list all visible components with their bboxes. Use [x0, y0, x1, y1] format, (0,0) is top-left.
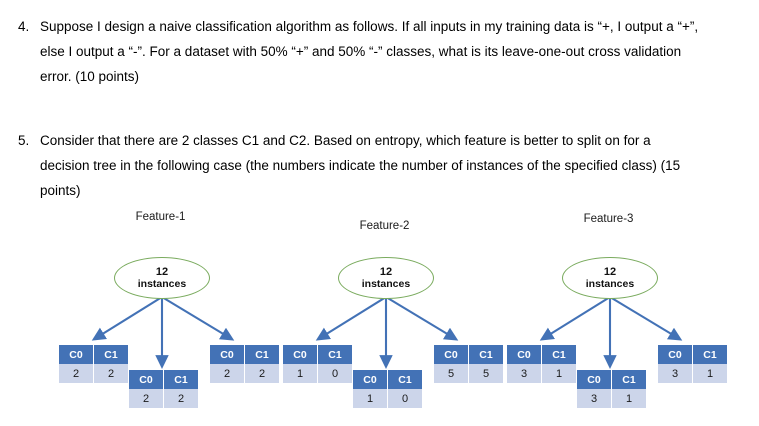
column-header-c0: C0	[657, 345, 693, 364]
decision-tree-diagram: Feature-1 12 instances C0 C1 2 2	[0, 200, 759, 426]
cell-c1: 1	[541, 364, 577, 383]
column-header-c1: C1	[387, 370, 423, 389]
question-item-5: 5. Consider that there are 2 classes C1 …	[10, 128, 700, 203]
question-text: Suppose I design a naive classification …	[40, 19, 699, 84]
cell-c1: 1	[692, 364, 728, 383]
column-header-c0: C0	[128, 370, 164, 389]
column-header-c0: C0	[282, 345, 318, 364]
cell-c0: 2	[58, 364, 94, 383]
column-header-c1: C1	[611, 370, 647, 389]
leaf-table: C0 C1 2 2	[209, 345, 280, 383]
cell-c1: 1	[611, 389, 647, 408]
table-row: 2 2	[209, 364, 280, 383]
leaf-table: C0 C1 1 0	[352, 370, 423, 408]
root-count: 12	[155, 265, 169, 278]
cell-c1: 0	[387, 389, 423, 408]
column-header-c1: C1	[163, 370, 199, 389]
feature-group-2: Feature-2 12 instances C0 C1 1 0	[258, 200, 511, 426]
root-node: 12 instances	[114, 257, 210, 299]
root-node: 12 instances	[338, 257, 434, 299]
table-row: 1 0	[282, 364, 353, 383]
cell-c0: 3	[576, 389, 612, 408]
cell-c1: 2	[244, 364, 280, 383]
column-header-c1: C1	[468, 345, 504, 364]
column-header-c0: C0	[209, 345, 245, 364]
table-row: 3 1	[657, 364, 728, 383]
table-header-row: C0 C1	[433, 345, 504, 364]
table-row: 2 2	[128, 389, 199, 408]
leaf-table: C0 C1 2 2	[58, 345, 129, 383]
leaf-table: C0 C1 3 1	[657, 345, 728, 383]
question-number: 5.	[18, 133, 30, 148]
cell-c0: 2	[209, 364, 245, 383]
feature-title: Feature-3	[583, 213, 634, 225]
root-label: instances	[361, 277, 411, 290]
cell-c1: 0	[317, 364, 353, 383]
root-count: 12	[603, 265, 617, 278]
leaf-table: C0 C1 3 1	[576, 370, 647, 408]
root-count: 12	[379, 265, 393, 278]
leaf-table: C0 C1 1 0	[282, 345, 353, 383]
table-header-row: C0 C1	[657, 345, 728, 364]
leaf-table: C0 C1 3 1	[506, 345, 577, 383]
leaf-table: C0 C1 2 2	[128, 370, 199, 408]
column-header-c0: C0	[576, 370, 612, 389]
column-header-c0: C0	[352, 370, 388, 389]
feature-title: Feature-2	[359, 220, 410, 232]
table-header-row: C0 C1	[506, 345, 577, 364]
question-text: Consider that there are 2 classes C1 and…	[40, 133, 681, 198]
table-row: 1 0	[352, 389, 423, 408]
column-header-c1: C1	[541, 345, 577, 364]
leaf-table: C0 C1 5 5	[433, 345, 504, 383]
table-row: 5 5	[433, 364, 504, 383]
root-label: instances	[585, 277, 635, 290]
cell-c1: 5	[468, 364, 504, 383]
table-header-row: C0 C1	[352, 370, 423, 389]
column-header-c1: C1	[93, 345, 129, 364]
feature-title: Feature-1	[135, 211, 186, 223]
table-row: 2 2	[58, 364, 129, 383]
table-row: 3 1	[506, 364, 577, 383]
question-number: 4.	[18, 19, 30, 34]
table-header-row: C0 C1	[282, 345, 353, 364]
root-label: instances	[137, 277, 187, 290]
cell-c1: 2	[93, 364, 129, 383]
table-header-row: C0 C1	[128, 370, 199, 389]
column-header-c0: C0	[433, 345, 469, 364]
question-item-4: 4. Suppose I design a naive classificati…	[10, 14, 700, 89]
column-header-c1: C1	[244, 345, 280, 364]
column-header-c0: C0	[58, 345, 94, 364]
cell-c0: 3	[506, 364, 542, 383]
cell-c1: 2	[163, 389, 199, 408]
column-header-c1: C1	[317, 345, 353, 364]
cell-c0: 1	[282, 364, 318, 383]
feature-group-3: Feature-3 12 instances C0 C1 3 1	[482, 200, 735, 426]
root-node: 12 instances	[562, 257, 658, 299]
cell-c0: 5	[433, 364, 469, 383]
table-row: 3 1	[576, 389, 647, 408]
column-header-c0: C0	[506, 345, 542, 364]
table-header-row: C0 C1	[576, 370, 647, 389]
cell-c0: 2	[128, 389, 164, 408]
feature-group-1: Feature-1 12 instances C0 C1 2 2	[34, 200, 287, 426]
table-header-row: C0 C1	[58, 345, 129, 364]
table-header-row: C0 C1	[209, 345, 280, 364]
cell-c0: 1	[352, 389, 388, 408]
column-header-c1: C1	[692, 345, 728, 364]
cell-c0: 3	[657, 364, 693, 383]
